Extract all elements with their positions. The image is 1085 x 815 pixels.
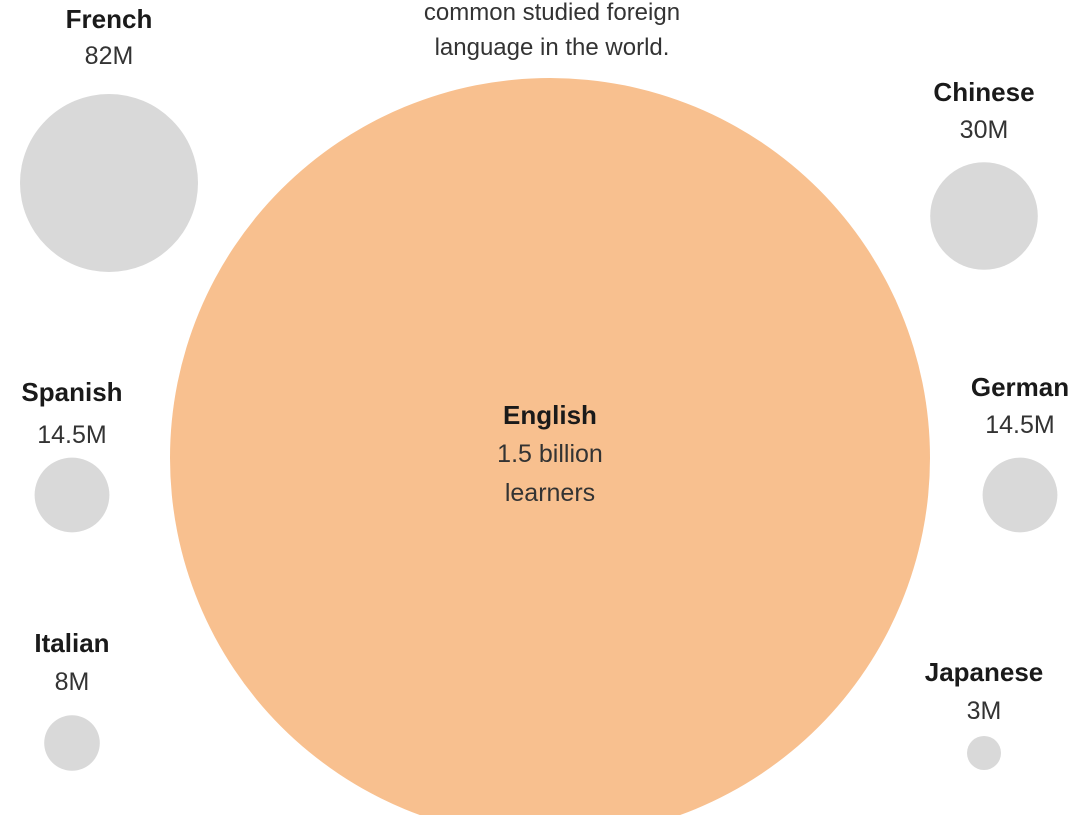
bubble-layer [20,78,1058,815]
label-name-spanish: Spanish [21,377,122,407]
label-name-english: English [503,400,597,430]
label-name-chinese: Chinese [933,77,1034,107]
label-name-japanese: Japanese [925,657,1044,687]
label-name-french: French [66,4,153,34]
bubble-chinese [930,162,1038,270]
caption-line-1: common studied foreign [424,0,680,26]
label-value-english-1: 1.5 billion [497,440,603,468]
label-value-italian: 8M [55,668,90,696]
label-value-japanese: 3M [967,697,1002,725]
bubble-french [20,94,198,272]
bubble-japanese [967,736,1001,770]
label-value-english-2: learners [505,479,595,507]
caption-line-2: language in the world. [435,34,670,61]
label-value-german: 14.5M [985,411,1054,439]
label-value-chinese: 30M [960,116,1009,144]
caption: common studied foreign language in the w… [424,0,680,61]
label-name-german: German [971,372,1069,402]
bubble-spanish [34,457,110,533]
bubble-italian [44,715,100,771]
label-layer: French 82M Chinese 30M Spanish 14.5M German 14.… [21,4,1069,725]
label-value-spanish: 14.5M [37,421,106,449]
label-name-italian: Italian [34,628,109,658]
bubble-german [982,457,1058,533]
label-value-french: 82M [85,42,134,70]
bubble-english [170,78,930,815]
